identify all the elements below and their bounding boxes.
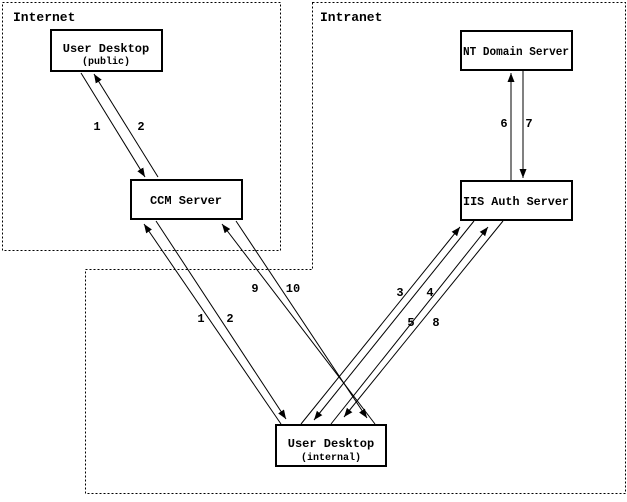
node-user-desktop-internal-subtitle: (internal) (301, 452, 361, 464)
node-iis-auth-server-title: IIS Auth Server (463, 195, 569, 209)
internet-zone-label: Internet (13, 10, 75, 25)
edge-internal-desktop-to-iis-b (330, 226, 489, 425)
edge-ccm-to-internal-desktop-a (155, 220, 287, 420)
node-ccm-server-title: CCM Server (150, 194, 222, 208)
node-user-desktop-public-title: User Desktop (63, 42, 149, 56)
edge-label-1-public: 1 (93, 120, 100, 134)
edge-ccm-to-public-desktop (93, 73, 159, 178)
internet-zone-border (2, 2, 281, 251)
node-iis-auth-server: IIS Auth Server (460, 180, 573, 221)
edge-label-2-public: 2 (137, 120, 144, 134)
node-nt-domain-server-title: NT Domain Server (463, 45, 569, 59)
node-ccm-server: CCM Server (130, 179, 243, 220)
node-user-desktop-public-subtitle: (public) (82, 56, 130, 68)
node-user-desktop-public-box (50, 29, 163, 72)
edge-label-4: 4 (426, 286, 433, 300)
edge-label-1-internal: 1 (197, 312, 204, 326)
edge-label-7: 7 (525, 117, 532, 131)
edge-label-6: 6 (500, 117, 507, 131)
edge-label-2-internal: 2 (226, 312, 233, 326)
edge-label-9: 9 (251, 282, 258, 296)
edge-internal-desktop-to-iis-a (300, 226, 461, 425)
edge-label-5: 5 (407, 316, 414, 330)
edge-iis-to-internal-desktop-a (313, 220, 475, 421)
edge-public-desktop-to-ccm (80, 72, 146, 178)
node-user-desktop-public: User Desktop (public) (50, 29, 163, 72)
node-nt-domain-server-box (460, 30, 573, 71)
edge-label-10: 10 (286, 282, 300, 296)
node-user-desktop-internal: User Desktop (internal) (275, 424, 387, 467)
edge-ccm-to-internal-desktop-b (235, 220, 368, 419)
edge-internal-desktop-to-ccm-a (143, 223, 282, 425)
edge-internal-desktop-to-ccm-b (221, 223, 376, 425)
node-user-desktop-internal-title: User Desktop (288, 437, 374, 451)
edge-label-3: 3 (396, 286, 403, 300)
node-user-desktop-internal-box (275, 424, 387, 467)
node-iis-auth-server-box (460, 180, 573, 221)
node-ccm-server-box (130, 179, 243, 220)
intranet-zone-label: Intranet (320, 10, 382, 25)
edge-iis-to-internal-desktop-b (343, 220, 504, 418)
intranet-zone-border (85, 2, 626, 494)
node-nt-domain-server: NT Domain Server (460, 30, 573, 71)
edge-label-8: 8 (432, 316, 439, 330)
